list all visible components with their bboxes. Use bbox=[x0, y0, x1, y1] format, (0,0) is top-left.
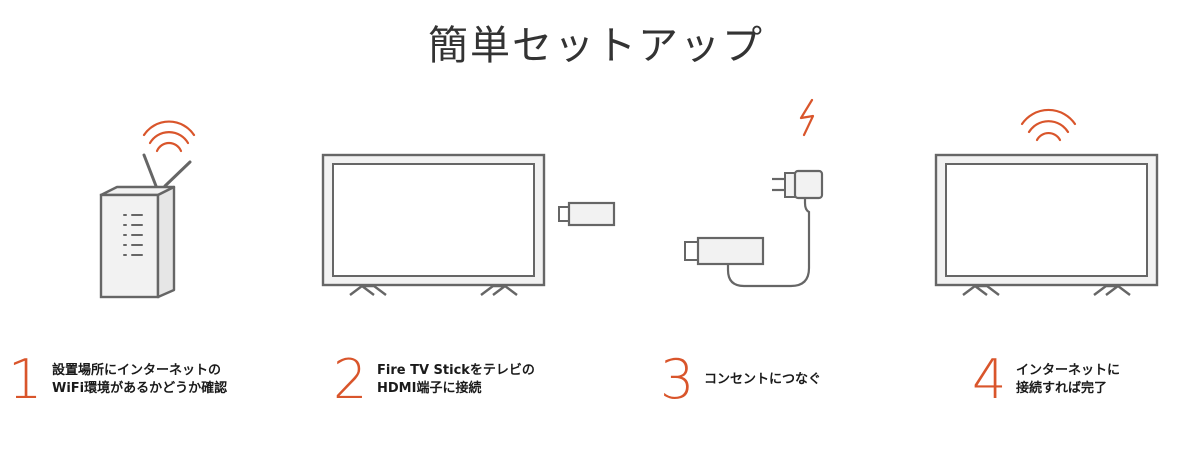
step-description: インターネットに 接続すれば完了 bbox=[1016, 362, 1120, 398]
lightning-icon bbox=[799, 98, 815, 137]
step-line: 設置場所にインターネットの bbox=[52, 363, 222, 378]
fire-stick-icon bbox=[558, 201, 616, 227]
step-line: 接続すれば完了 bbox=[1016, 381, 1108, 396]
step-line: インターネットに bbox=[1016, 363, 1121, 378]
tv-icon bbox=[934, 153, 1159, 296]
step-line: コンセントにつなぐ bbox=[704, 372, 822, 387]
step-1: 1 設置場所にインターネットの WiFi環境があるかどうか確認 bbox=[8, 352, 227, 408]
step-description: 設置場所にインターネットの WiFi環境があるかどうか確認 bbox=[52, 362, 227, 398]
wifi-icon bbox=[142, 120, 196, 153]
step-4: 4 インターネットに 接続すれば完了 bbox=[972, 352, 1120, 408]
power-plug-icon bbox=[726, 169, 824, 288]
step-number: 4 bbox=[972, 348, 1007, 411]
router-icon bbox=[99, 120, 196, 299]
fire-stick-icon bbox=[684, 236, 765, 266]
step-description: コンセントにつなぐ bbox=[704, 371, 821, 389]
step-2: 2 Fire TV Stickをテレビの HDMI端子に接続 bbox=[333, 352, 535, 408]
step-line: WiFi環境があるかどうか確認 bbox=[52, 381, 228, 396]
wifi-icon bbox=[1020, 108, 1077, 142]
step-number: 2 bbox=[333, 348, 368, 411]
step-line: Fire TV Stickをテレビの bbox=[377, 363, 535, 378]
step-line: HDMI端子に接続 bbox=[377, 381, 482, 396]
step-number: 1 bbox=[8, 348, 43, 411]
step-description: Fire TV Stickをテレビの HDMI端子に接続 bbox=[377, 362, 535, 398]
page-title: 簡単セットアップ bbox=[428, 23, 764, 69]
tv-icon bbox=[321, 153, 546, 296]
step-3: 3 コンセントにつなぐ bbox=[660, 352, 821, 408]
step-number: 3 bbox=[660, 348, 695, 411]
